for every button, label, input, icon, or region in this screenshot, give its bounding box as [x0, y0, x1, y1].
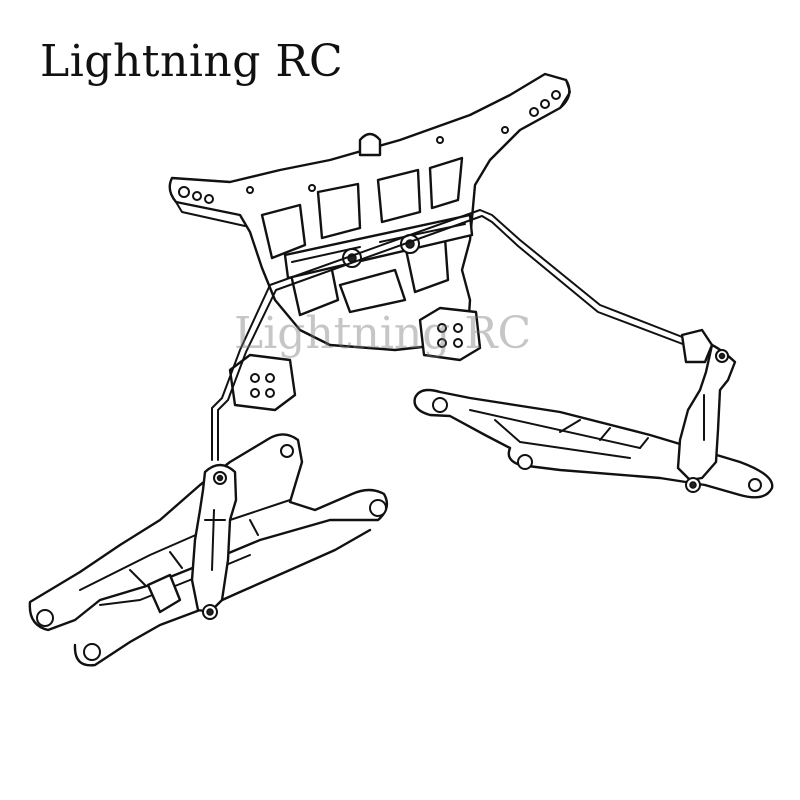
anti-roll-bar [211, 209, 714, 461]
right-shock-absorber [676, 343, 737, 493]
brand-title: Lightning RC [40, 36, 344, 87]
watermark-text: Lightning RC [234, 308, 532, 359]
left-shock-absorber [190, 463, 238, 620]
rear-shock-tower [168, 72, 571, 412]
